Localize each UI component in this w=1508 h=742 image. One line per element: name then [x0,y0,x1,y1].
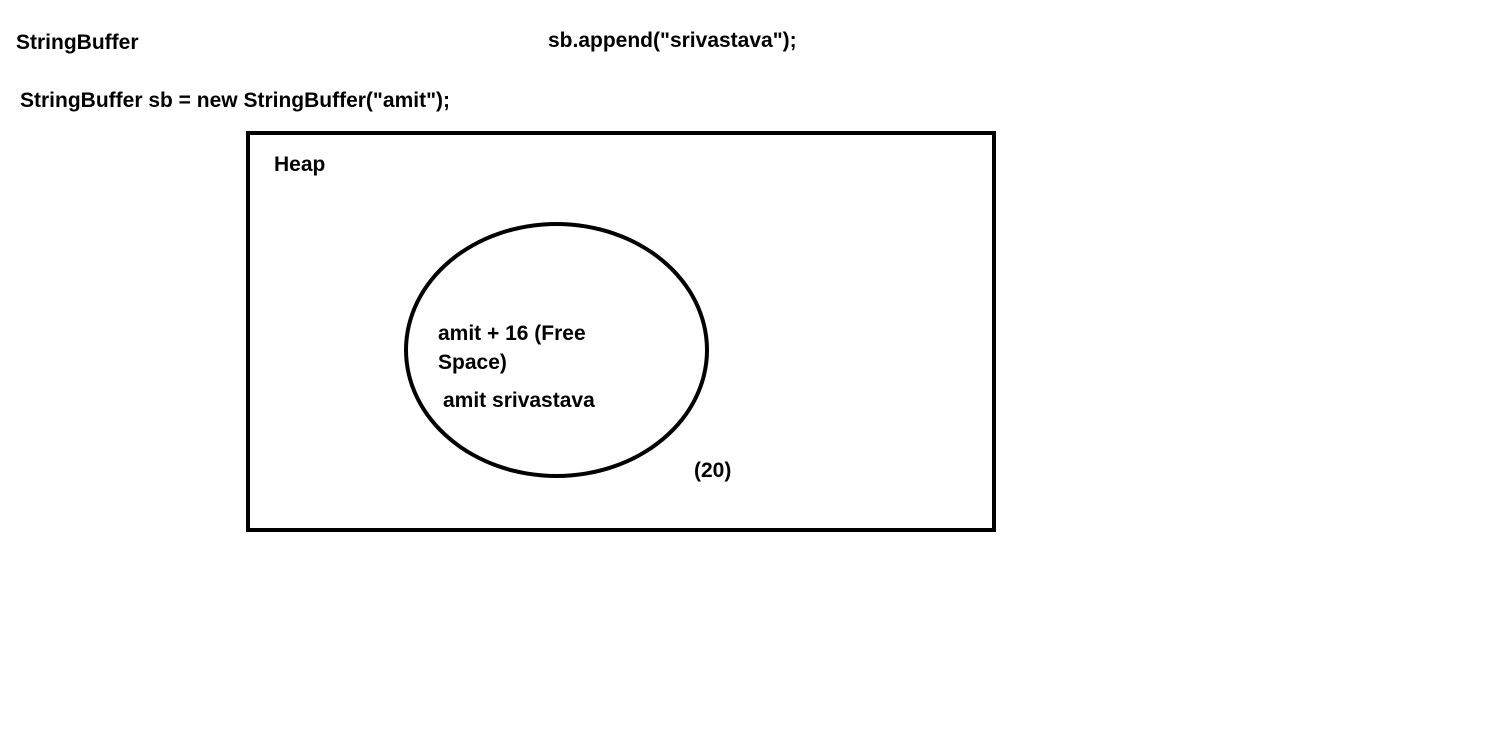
declaration-statement: StringBuffer sb = new StringBuffer("amit… [20,89,451,112]
capacity-label: (20) [694,459,732,482]
heap-label: Heap [274,153,326,176]
diagram-title: StringBuffer [16,31,139,54]
buffer-initial-content-line1: amit + 16 (Free [438,322,586,345]
append-statement: sb.append("srivastava"); [548,29,797,52]
stringbuffer-object-ellipse [404,222,709,478]
buffer-appended-content: amit srivastava [443,389,595,412]
heap-box [246,131,996,532]
buffer-initial-content-line2: Space) [438,351,507,374]
